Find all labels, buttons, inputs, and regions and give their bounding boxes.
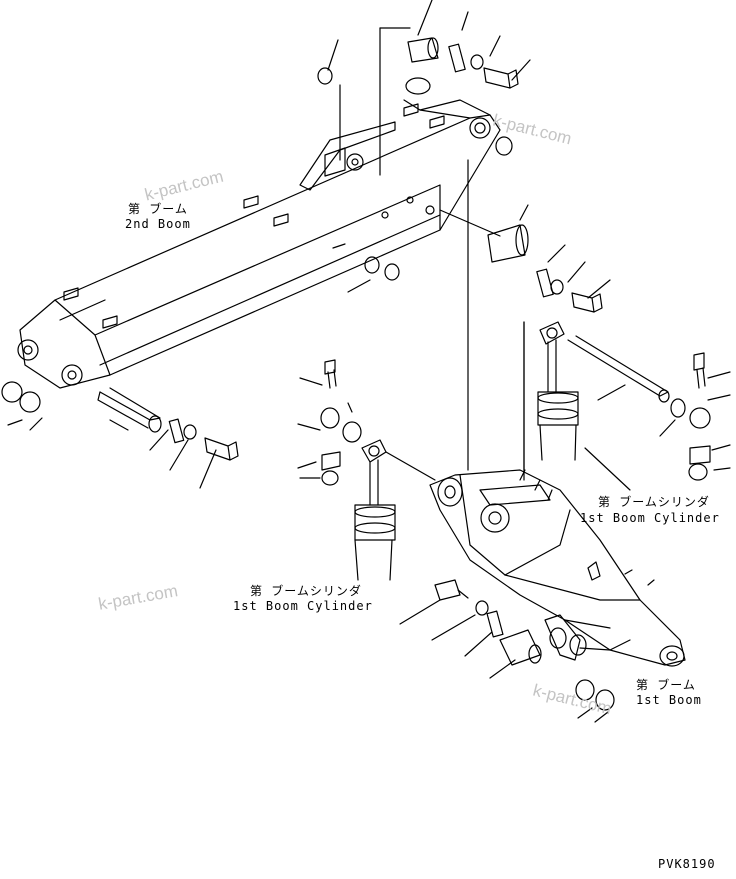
right-cylinder-label-jp: 第 ブームシリンダ	[598, 495, 710, 509]
left-pin-group	[1, 381, 239, 489]
left-boom-cylinder	[297, 359, 436, 581]
bottom-pin-group	[399, 579, 615, 723]
second-boom-label-en: 2nd Boom	[125, 217, 191, 231]
drawing-code: PVK8190	[658, 857, 716, 871]
middle-pin-group	[439, 204, 611, 313]
first-boom-label-jp: 第 ブーム	[636, 678, 696, 692]
first-boom	[429, 159, 686, 667]
second-boom	[17, 27, 501, 389]
left-cylinder-label-jp: 第 ブームシリンダ	[250, 584, 362, 598]
left-cylinder-label-en: 1st Boom Cylinder	[233, 599, 373, 613]
right-cylinder-label-en: 1st Boom Cylinder	[580, 511, 720, 525]
first-boom-label-en: 1st Boom	[636, 693, 702, 707]
second-boom-label-jp: 第 ブーム	[128, 202, 188, 216]
right-boom-cylinder	[523, 321, 731, 491]
top-pin-group	[317, 0, 531, 156]
